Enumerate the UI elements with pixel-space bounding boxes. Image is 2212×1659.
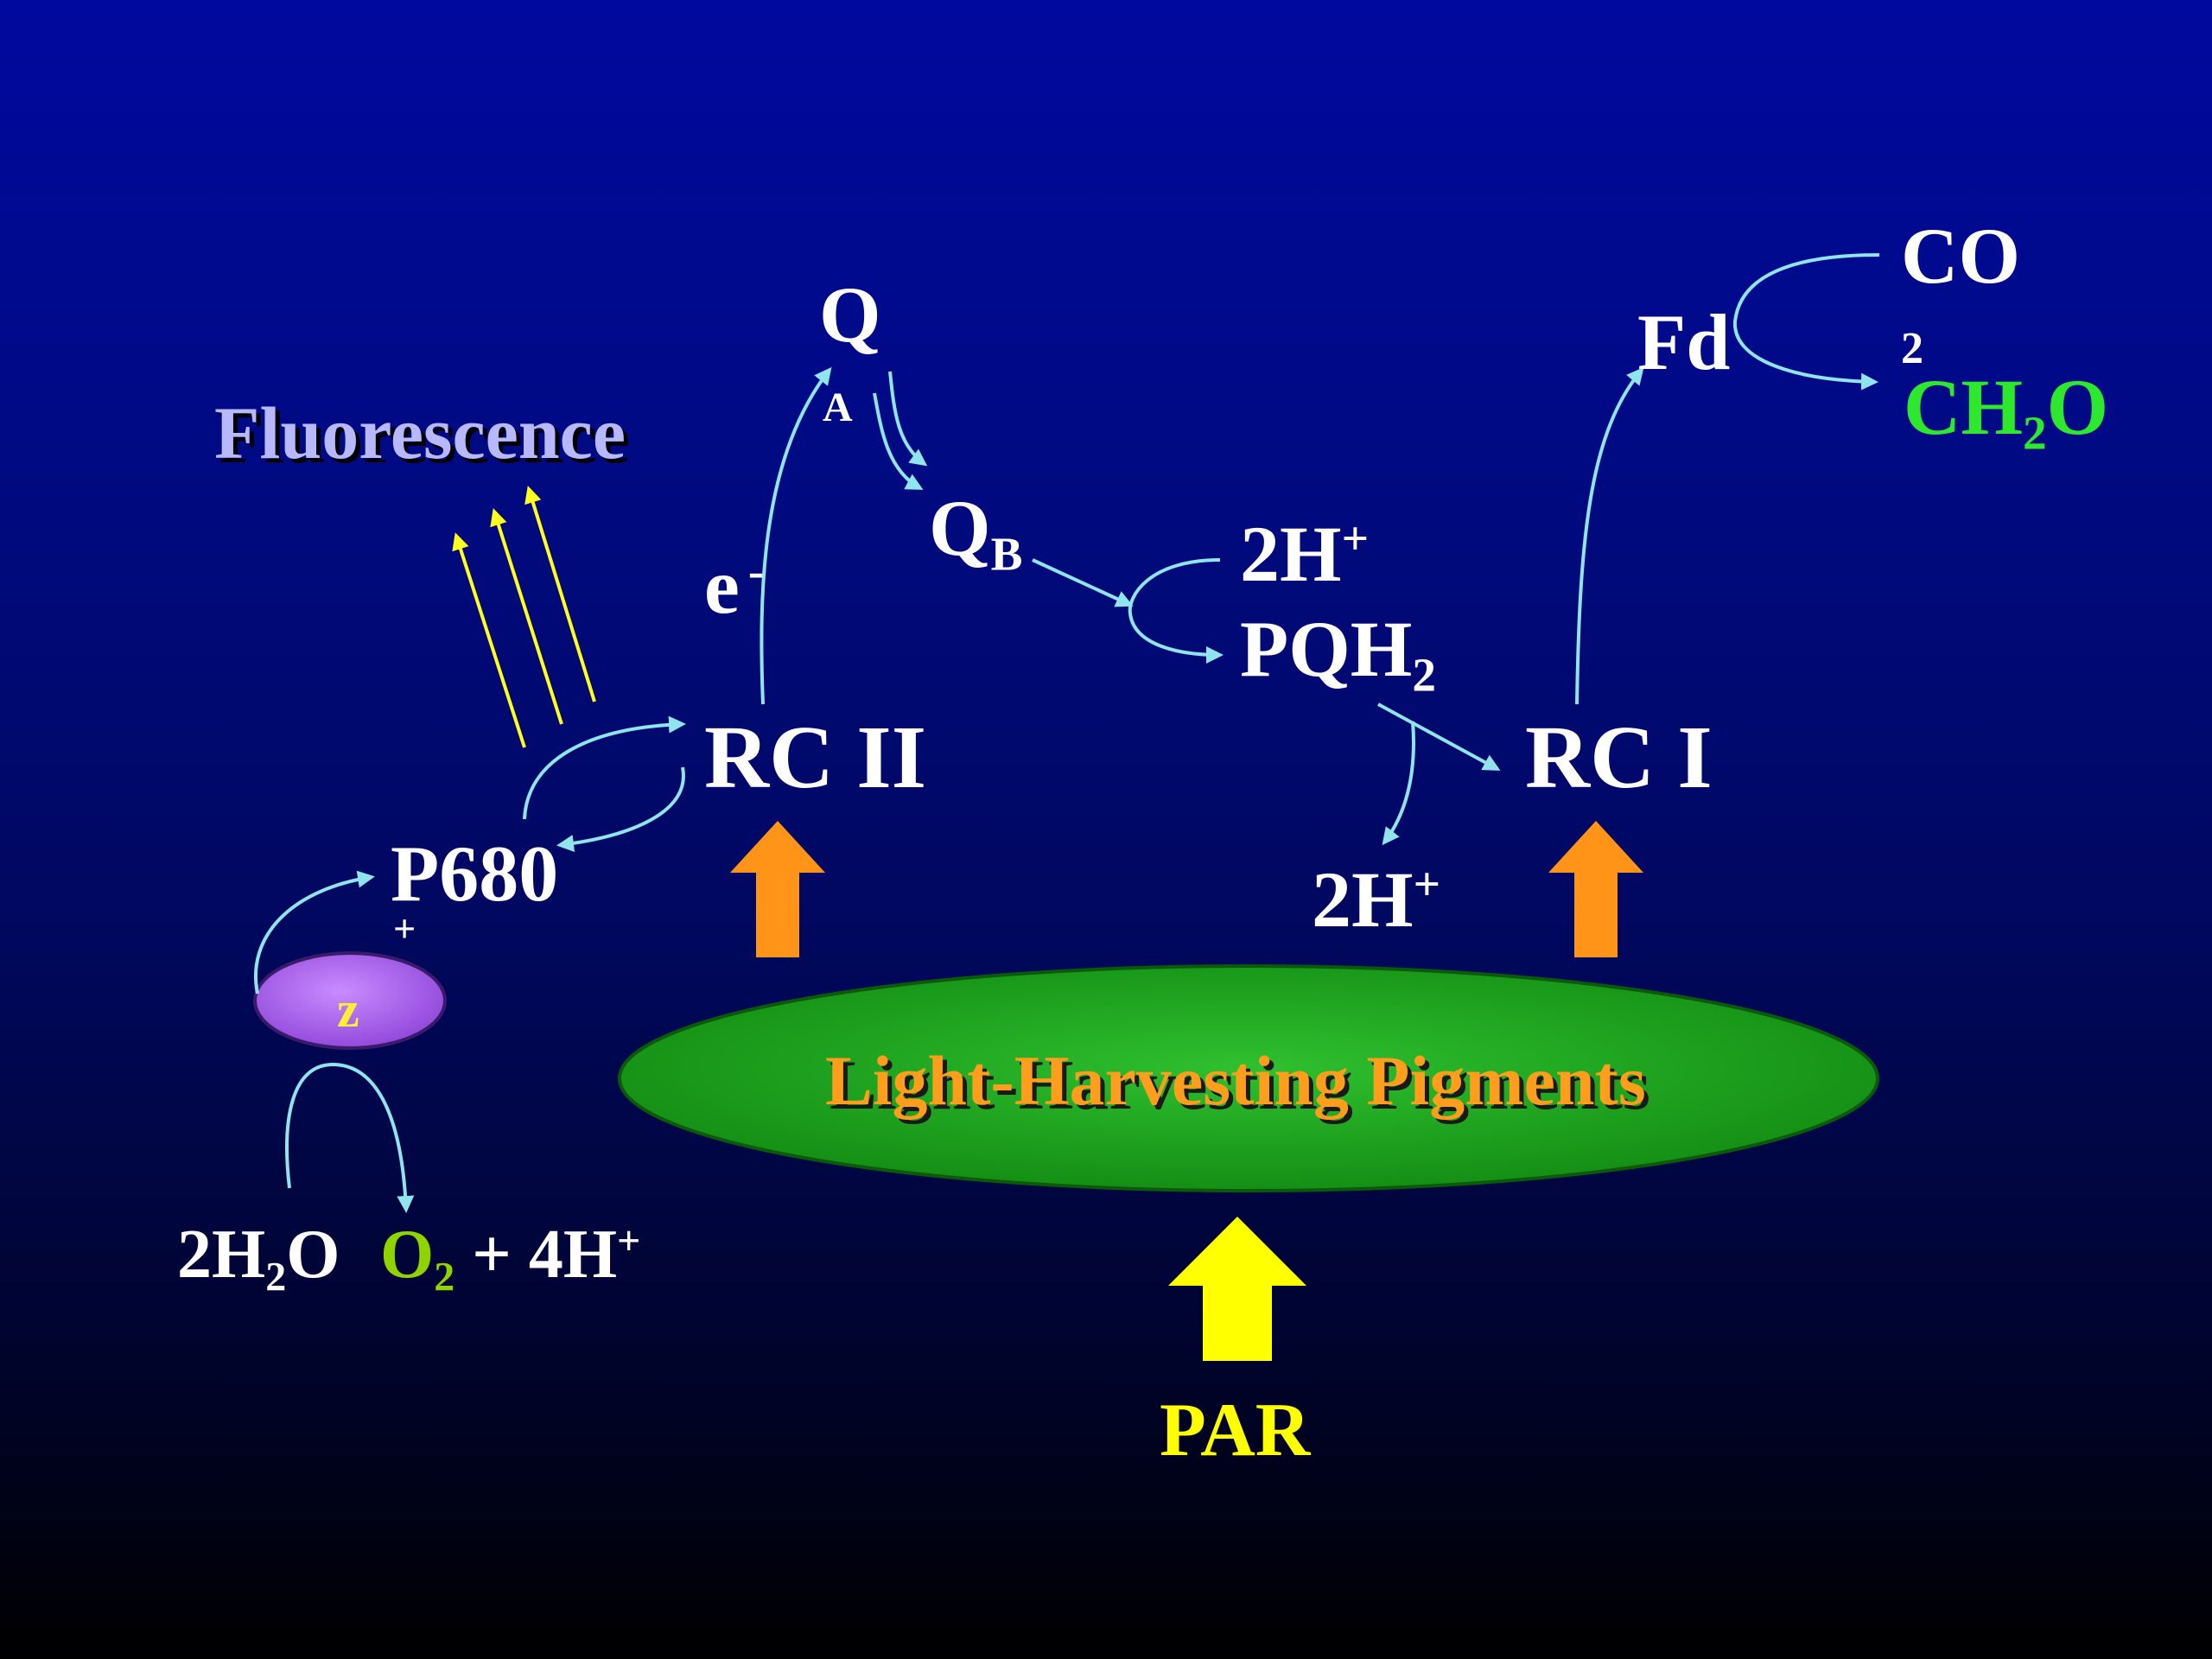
proton-release-label: 2H+ (1312, 860, 1440, 939)
z-label: z (337, 982, 359, 1038)
rc1-label: RC I (1525, 708, 1713, 807)
pqh2-subscript: 2 (1412, 648, 1436, 702)
protons-text: + 4H (454, 1217, 618, 1293)
arrow-rc1-to-fd (1575, 366, 1644, 705)
arrow-qa-to-qb-2 (888, 371, 928, 467)
fluorescence-arrow-2 (490, 508, 563, 725)
p680-charge: + (393, 906, 416, 950)
arrow-p680-to-rc2 (523, 715, 686, 820)
proton-uptake-label: 2H+ (1240, 514, 1369, 594)
qb-label: QB (929, 488, 1022, 578)
z-ellipse (253, 951, 447, 1050)
qa-label: Q (819, 275, 881, 354)
proton-release-text: 2H (1312, 855, 1414, 944)
electron-label: e- (704, 546, 764, 626)
oxygen-subscript: 2 (434, 1254, 455, 1300)
qa-subscript: A (823, 385, 853, 430)
oxygen-text: O (380, 1217, 435, 1293)
arrow-proton-uptake (1128, 558, 1224, 664)
co2-subscript: 2 (1901, 324, 1923, 373)
qb-subscript: B (990, 527, 1023, 581)
arrow-rc2-to-p680 (556, 766, 685, 852)
proton-uptake-charge: + (1341, 512, 1370, 565)
co2-label: CO (1901, 212, 2020, 300)
electron-charge: - (747, 543, 765, 597)
arrow-proton-release (1382, 721, 1415, 846)
ch2o-text-post: O (2046, 363, 2109, 451)
p680-label: P680 (391, 830, 559, 918)
par-arrow (1168, 1217, 1306, 1361)
proton-uptake-text: 2H (1240, 510, 1342, 598)
qb-letter: Q (929, 484, 991, 572)
ch2o-text-pre: CH (1904, 363, 2023, 451)
electron-letter: e (704, 542, 740, 630)
arrow-water-to-o2 (285, 1062, 415, 1213)
arrow-pqh2-to-rc1 (1377, 702, 1501, 771)
rc2-label: RC II (704, 708, 927, 807)
water-subscript: 2 (265, 1254, 287, 1300)
fluorescence-label: Fluorescence (214, 391, 626, 474)
ch2o-label: CH2O (1904, 367, 2108, 457)
fluorescence-arrow-1 (452, 532, 526, 748)
qa-letter: Q (819, 270, 881, 359)
products-label: O2 + 4H+ (380, 1220, 640, 1298)
pqh2-text: PQH (1240, 605, 1413, 693)
arrow-co2-to-ch2o (1732, 253, 1880, 391)
excitation-arrow-rc2 (730, 821, 825, 957)
water-text-pre: 2H (177, 1217, 266, 1293)
fd-label: Fd (1637, 298, 1731, 386)
excitation-arrow-rc1 (1548, 821, 1643, 957)
arrow-z-to-p680 (254, 870, 375, 995)
arrow-qb-to-pq (1032, 558, 1134, 607)
ch2o-subscript: 2 (2023, 406, 2047, 460)
arrow-rc2-to-qa (760, 366, 832, 705)
light-harvesting-label: Light-Harvesting Pigments (825, 1041, 1646, 1120)
protons-charge: + (617, 1217, 641, 1264)
pqh2-label: PQH2 (1240, 609, 1436, 699)
water-text-post: O (286, 1217, 340, 1293)
pigment-ellipse (618, 964, 1879, 1192)
par-label: PAR (1160, 1389, 1311, 1472)
arrow-qa-to-qb-1 (873, 392, 924, 490)
fluorescence-arrow-3 (524, 486, 596, 702)
proton-release-charge: + (1413, 857, 1441, 911)
water-label: 2H2O (177, 1220, 340, 1298)
